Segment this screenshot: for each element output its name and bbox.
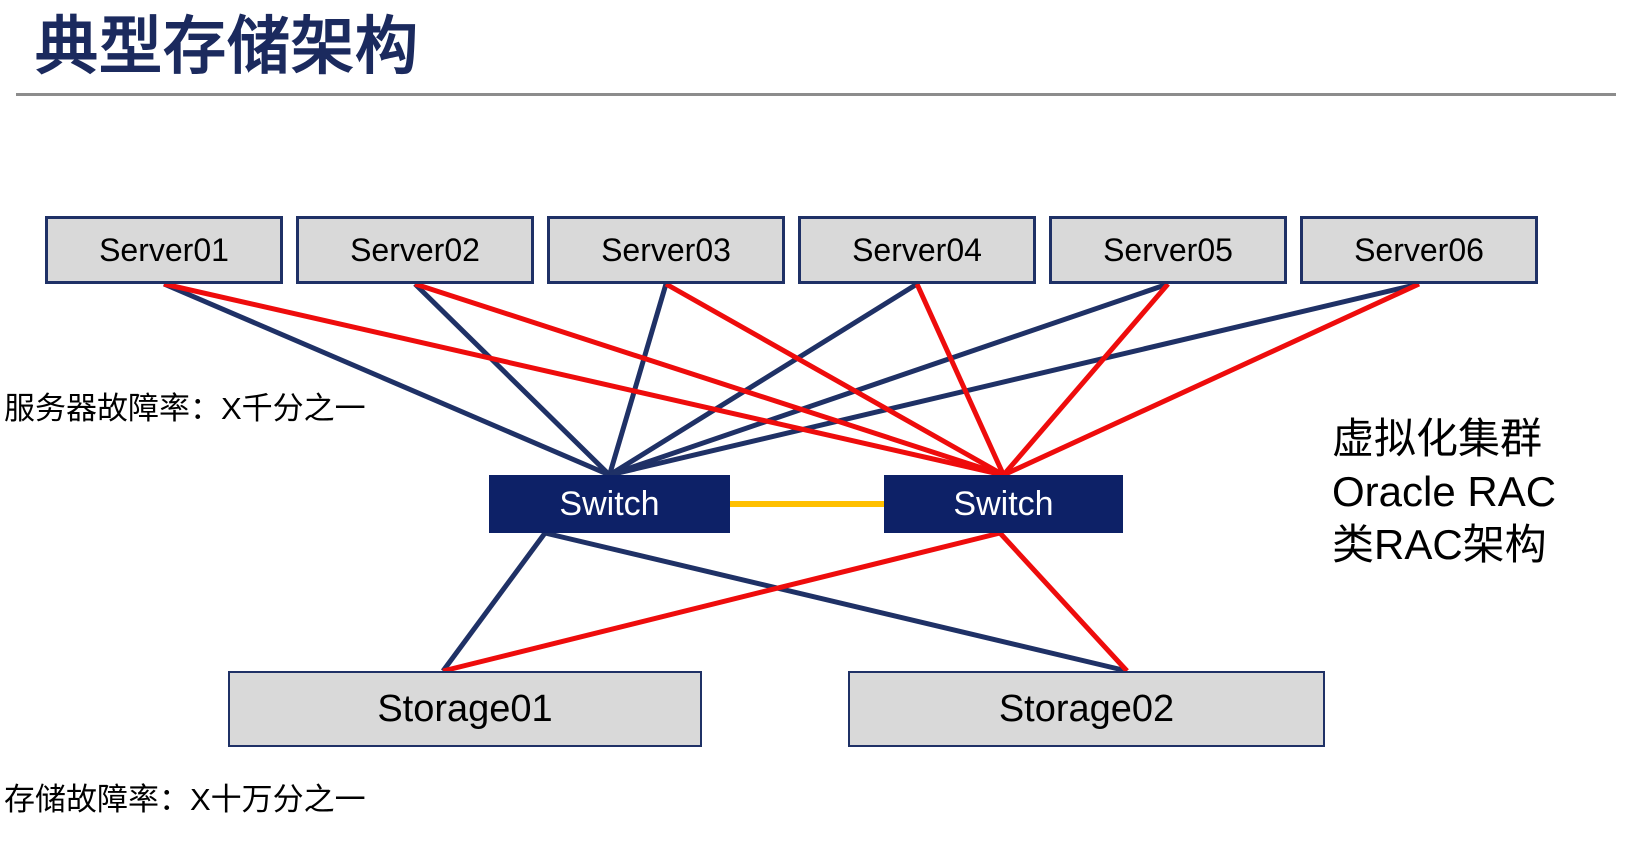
server05-box: Server05 [1049, 216, 1287, 284]
link-switch-0-storage-1 [544, 530, 1128, 674]
link-server-2-switch-1 [664, 281, 1005, 478]
link-server-3-switch-1 [914, 282, 1006, 477]
storage01-box: Storage01 [228, 671, 702, 747]
link-server-0-switch-0 [163, 281, 611, 478]
server04-box: Server04 [798, 216, 1036, 284]
link-server-0-switch-1 [163, 281, 1005, 478]
link-server-1-switch-0 [413, 282, 612, 477]
storage-failure-rate-label: 存储故障率：X十万分之一 [4, 782, 366, 817]
link-server-5-switch-1 [1002, 281, 1421, 478]
link-switch-0-storage-0 [440, 531, 548, 673]
cluster-architecture-note: 虚拟化集群 Oracle RAC 类RAC架构 [1332, 412, 1556, 571]
switch-a-box: Switch [489, 475, 730, 533]
cluster-note-line-3: 类RAC架构 [1332, 521, 1547, 568]
link-server-3-switch-0 [608, 281, 919, 478]
link-server-4-switch-0 [608, 281, 1169, 478]
link-server-1-switch-1 [414, 281, 1005, 478]
server01-box: Server01 [45, 216, 283, 284]
server-failure-rate-label: 服务器故障率：X千分之一 [4, 391, 366, 426]
link-server-2-switch-0 [607, 283, 669, 476]
storage02-box: Storage02 [848, 671, 1325, 747]
page-title: 典型存储架构 [35, 12, 419, 82]
server03-box: Server03 [547, 216, 785, 284]
link-switch-1-storage-0 [442, 530, 1001, 674]
switch-b-box: Switch [884, 475, 1123, 533]
server06-box: Server06 [1300, 216, 1538, 284]
server02-box: Server02 [296, 216, 534, 284]
cluster-note-line-1: 虚拟化集群 [1332, 415, 1543, 462]
link-switch-1-storage-1 [998, 531, 1129, 673]
cluster-note-line-2: Oracle RAC [1332, 468, 1557, 515]
link-server-5-switch-0 [608, 281, 1420, 478]
link-server-4-switch-1 [1001, 282, 1170, 477]
title-divider [16, 93, 1616, 96]
